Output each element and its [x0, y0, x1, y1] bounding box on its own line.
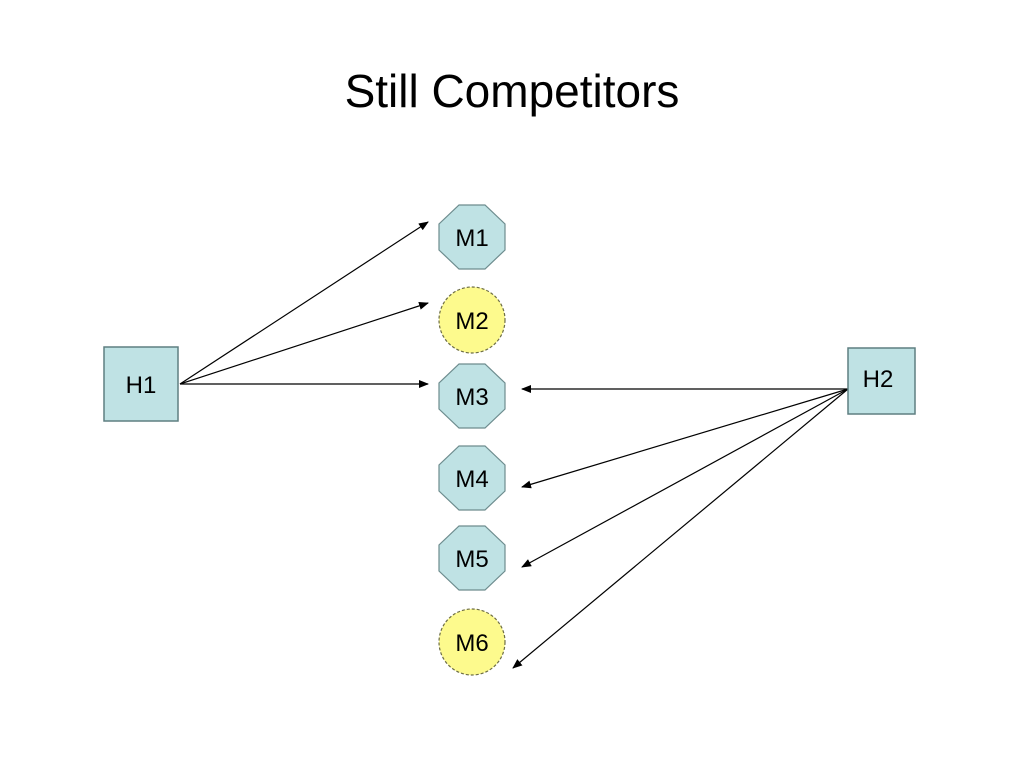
node-m5: M5	[438, 525, 506, 591]
node-m3: M3	[438, 363, 506, 429]
edge-h2-m6	[512, 388, 849, 669]
node-h1: H1	[103, 346, 179, 422]
edges	[179, 221, 849, 669]
node-m1: M1	[438, 204, 506, 270]
node-m4: M4	[438, 445, 506, 511]
node-h2: H2	[847, 347, 916, 415]
node-m1-label: M1	[455, 225, 488, 252]
node-m3-label: M3	[455, 384, 488, 411]
node-m4-label: M4	[455, 466, 488, 493]
edge-h2-m5	[521, 388, 849, 568]
edge-h2-m4	[521, 388, 849, 489]
node-m2-label: M2	[455, 308, 488, 335]
node-m2: M2	[438, 286, 506, 354]
node-h1-label: H1	[126, 372, 157, 399]
node-m5-label: M5	[455, 546, 488, 573]
node-h2-label: H2	[863, 366, 894, 393]
node-m6: M6	[438, 608, 506, 676]
slide-title: Still Competitors	[344, 65, 680, 117]
edge-h1-m2	[179, 301, 429, 385]
edge-h1-m1	[179, 221, 429, 385]
node-m6-label: M6	[455, 630, 488, 657]
